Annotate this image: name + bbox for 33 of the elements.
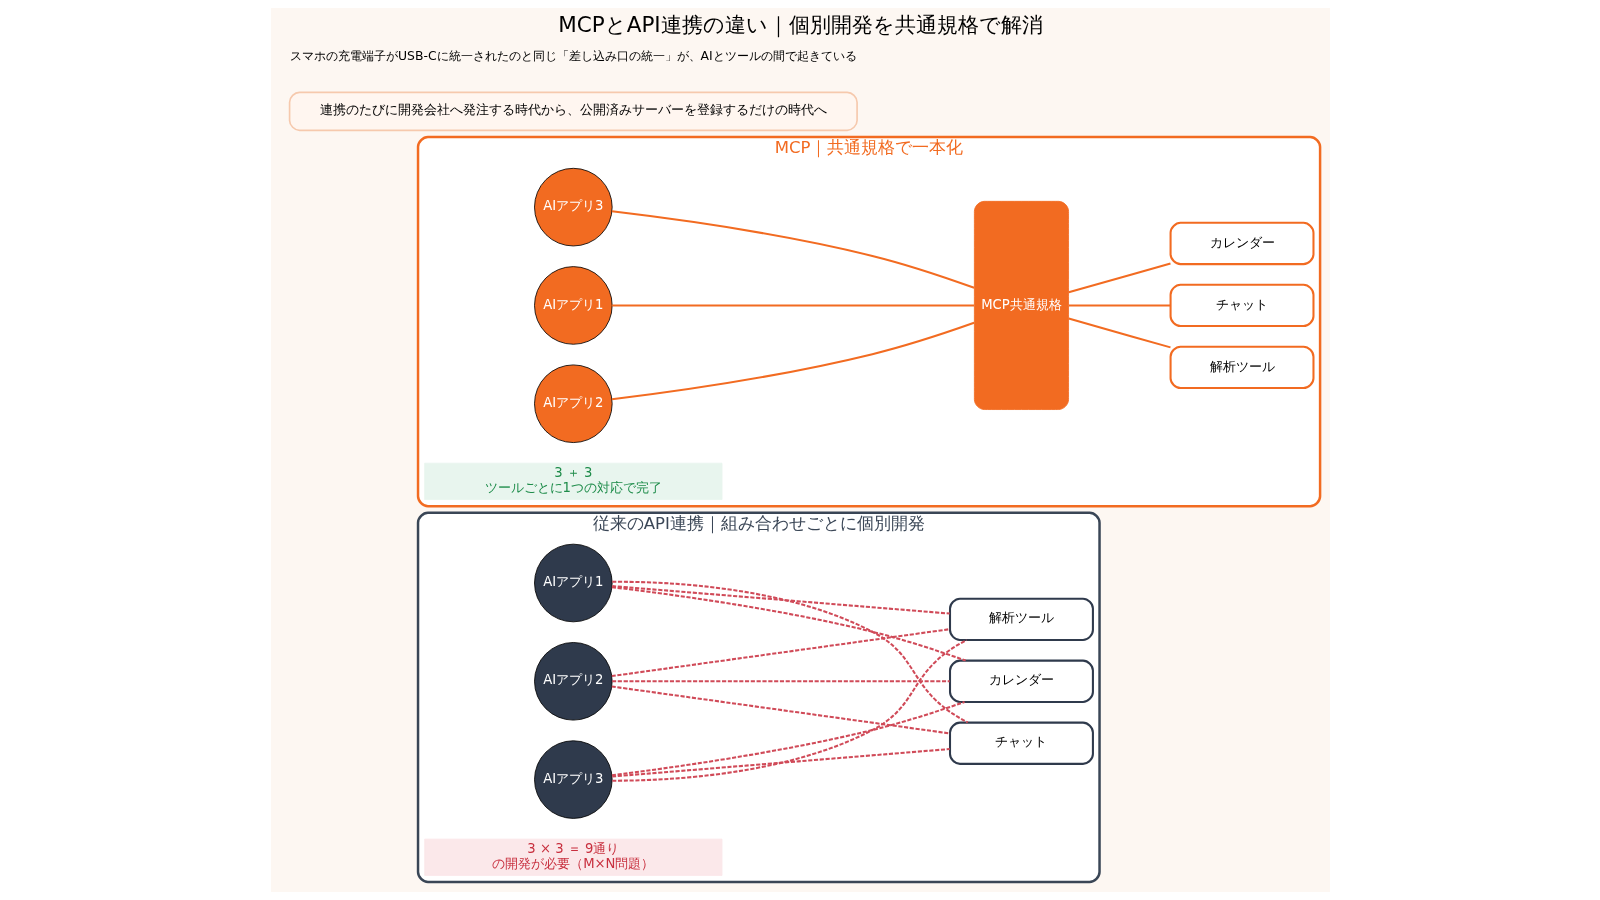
connector: [611, 639, 967, 782]
node-box: カレンダー: [1169, 221, 1314, 266]
label: スマホの充電端子がUSB-Cに統一されたのと同じ「差し込み口の統一」が、AIとツールの間で起きている: [289, 47, 857, 63]
node-box: 3 ＋ 3 ツールごとに1つの対応で完了: [423, 462, 722, 500]
node-circle: AIアプリ1: [533, 543, 613, 623]
node-circle: AIアプリ2: [533, 642, 613, 721]
connector: [1067, 262, 1171, 294]
connector: [611, 628, 950, 678]
connector: [611, 304, 974, 307]
node-box: カレンダー: [948, 659, 1094, 703]
connector: [611, 748, 950, 778]
node-box: 連携のたびに開発会社へ発注する時代から、公開済みサーバーを登録するだけの時代へ: [288, 91, 858, 132]
connector: [611, 585, 950, 615]
node-box: 解析ツール: [1169, 345, 1314, 390]
connector: [611, 685, 950, 735]
node-circle: AIアプリ1: [533, 266, 613, 345]
node-box: 解析ツール: [948, 597, 1094, 642]
node-circle: AIアプリ3: [533, 167, 613, 247]
connector: [611, 580, 968, 724]
node-box: MCP共通規格: [973, 200, 1069, 410]
node-circle: AIアプリ2: [533, 364, 613, 443]
node-box: チャット: [948, 721, 1094, 765]
connector: [611, 210, 974, 289]
diagram-title: MCPとAPI連携の違い｜個別開発を共通規格で解消: [557, 11, 1043, 37]
connector: [611, 586, 966, 662]
node-box: チャット: [1169, 283, 1314, 328]
connector: [611, 701, 965, 777]
connector: [611, 680, 950, 683]
connector: [1068, 304, 1170, 307]
connector: [611, 321, 974, 401]
node-box: 3 × 3 ＝ 9通り の開発が必要（M×N問題）: [423, 838, 722, 876]
node-circle: AIアプリ3: [533, 740, 613, 819]
connector: [1067, 317, 1171, 349]
